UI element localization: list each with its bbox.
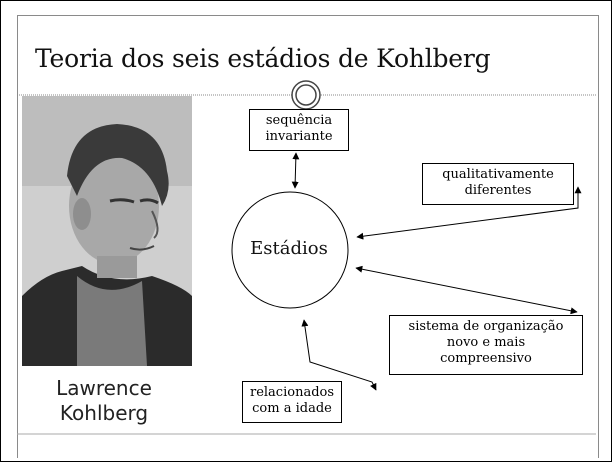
node-line: compreensivo [440, 351, 532, 366]
photo-caption: Lawrence Kohlberg [34, 376, 174, 426]
node-sistema-de-organizacao: sistema de organização novo e mais compr… [389, 315, 583, 375]
node-line: com a idade [252, 401, 332, 416]
caption-line-1: Lawrence [56, 376, 152, 400]
node-sequencia-invariante: sequência invariante [249, 109, 349, 151]
ring-icon-inner [295, 84, 317, 106]
portrait-photo [22, 96, 192, 366]
node-line: qualitativamente [442, 167, 554, 182]
node-line: invariante [265, 129, 333, 144]
center-label: Estádios [250, 238, 328, 259]
node-qualitativamente-diferentes: qualitativamente diferentes [422, 163, 574, 205]
slide-title: Teoria dos seis estádios de Kohlberg [35, 44, 491, 73]
node-line: diferentes [464, 183, 532, 198]
node-line: sistema de organização [408, 319, 564, 334]
node-line: relacionados [249, 385, 335, 400]
node-line: novo e mais [446, 335, 526, 350]
arrow-seq [291, 152, 300, 189]
node-relacionados-com-a-idade: relacionados com a idade [242, 381, 342, 423]
caption-line-2: Kohlberg [59, 401, 149, 425]
center-circle [231, 191, 349, 309]
arrow-qual [356, 186, 582, 240]
arrow-rel [301, 319, 377, 391]
arrow-sis [355, 265, 578, 315]
node-line: sequência [265, 113, 333, 128]
